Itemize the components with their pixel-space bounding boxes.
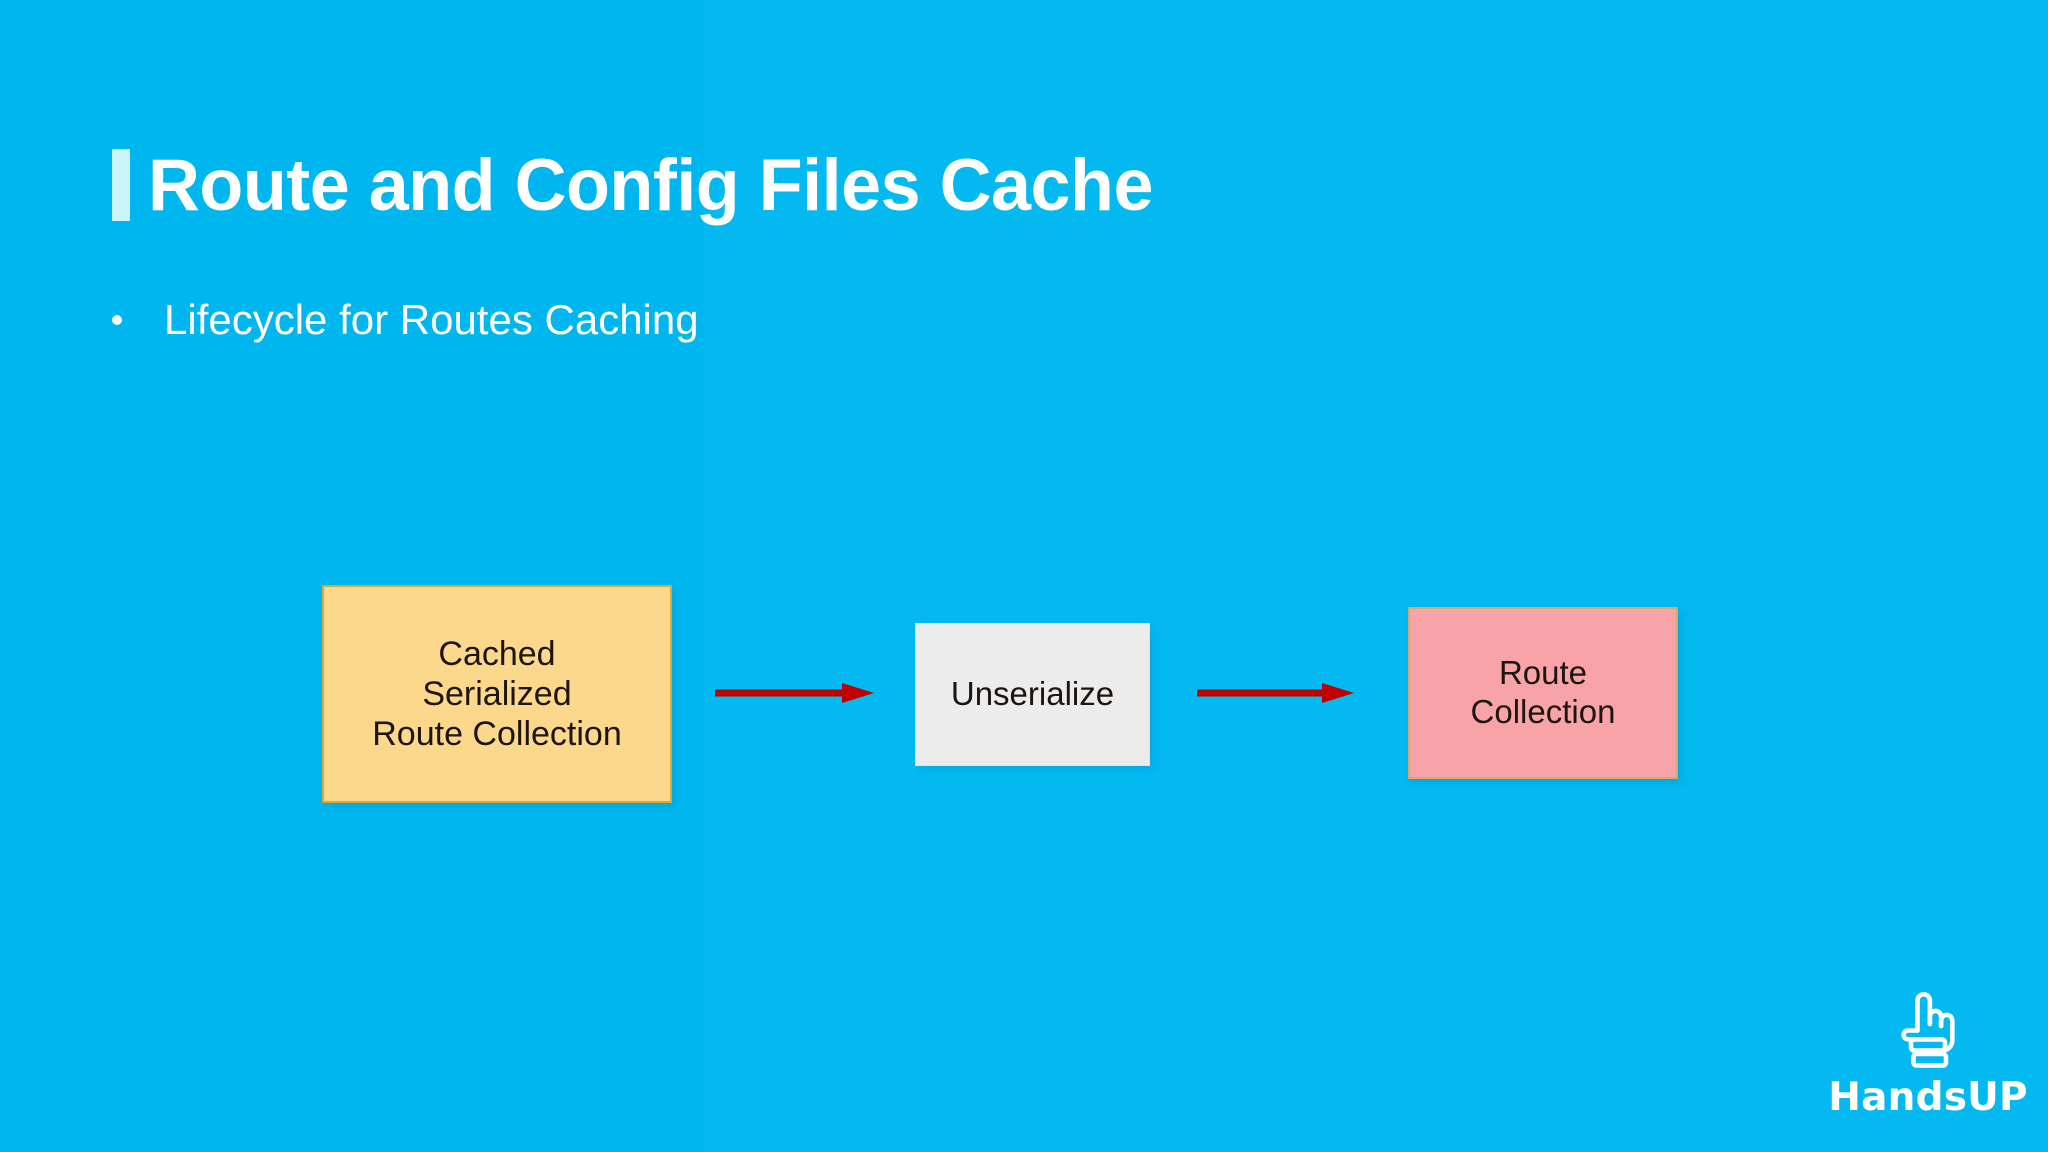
- flow-node-unserialize: Unserialize: [915, 623, 1150, 766]
- hand-pointing-up-icon: [1901, 992, 1955, 1068]
- title-accent-bar-icon: [112, 149, 130, 222]
- flow-arrow-1-icon: [715, 683, 874, 703]
- brand-logo: HandsUP: [1828, 990, 2028, 1120]
- slide-header: Route and Config Files Cache: [112, 100, 1168, 271]
- bullet-list-item: Lifecycle for Routes Caching: [112, 296, 699, 343]
- bullet-item-label: Lifecycle for Routes Caching: [164, 296, 699, 343]
- flow-arrow-2-icon: [1197, 683, 1354, 703]
- bullet-dot-icon: [112, 315, 122, 325]
- flow-node-label: Unserialize: [950, 675, 1115, 713]
- brand-wordmark: HandsUP: [1828, 1075, 2028, 1120]
- page-title: Route and Config Files Cache: [148, 144, 1153, 226]
